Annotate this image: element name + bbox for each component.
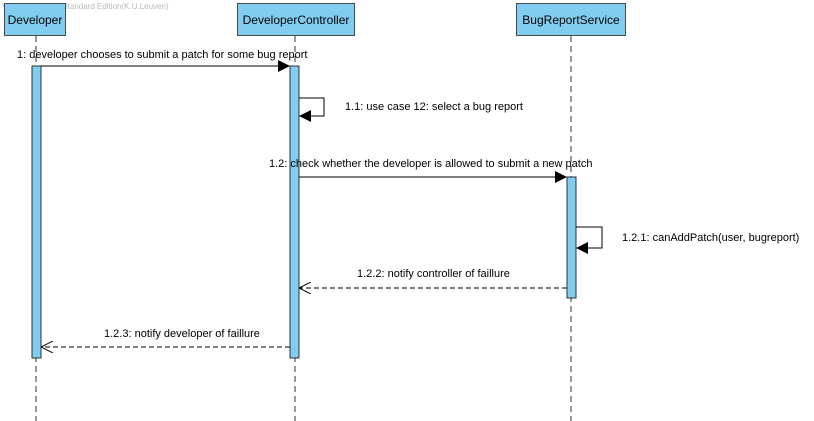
message-1-2-1-arrow[interactable] (576, 226, 603, 254)
lifeline-name-bug-report-service: BugReportService (522, 12, 620, 27)
message-1-label: 1: developer chooses to submit a patch f… (17, 49, 308, 61)
message-1-1-label: 1.1: use case 12: select a bug report (345, 101, 523, 113)
lifeline-head-developer[interactable]: Developer (4, 3, 66, 36)
message-1-2-3-label: 1.2.3: notify developer of faillure (104, 328, 260, 340)
lifeline-name-developer-controller: DeveloperController (242, 12, 350, 27)
watermark: Visual Paradigm Standard Edition(K.U.Leu… (2, 2, 169, 11)
message-1-1-arrow[interactable] (299, 97, 325, 122)
activation-bar-bug-report-service[interactable] (566, 176, 577, 299)
activation-bar-developer[interactable] (31, 65, 42, 359)
message-1-2-1-label: 1.2.1: canAddPatch(user, bugreport) (622, 232, 800, 244)
lifeline-head-developer-controller[interactable]: DeveloperController (237, 3, 355, 36)
activation-bar-developer-controller[interactable] (289, 65, 300, 359)
message-1-2-2-label: 1.2.2: notify controller of faillure (357, 268, 510, 280)
message-1-2-label: 1.2: check whether the developer is allo… (269, 158, 593, 170)
lifeline-head-bug-report-service[interactable]: BugReportService (516, 3, 626, 36)
lifeline-name-developer: Developer (7, 12, 63, 27)
